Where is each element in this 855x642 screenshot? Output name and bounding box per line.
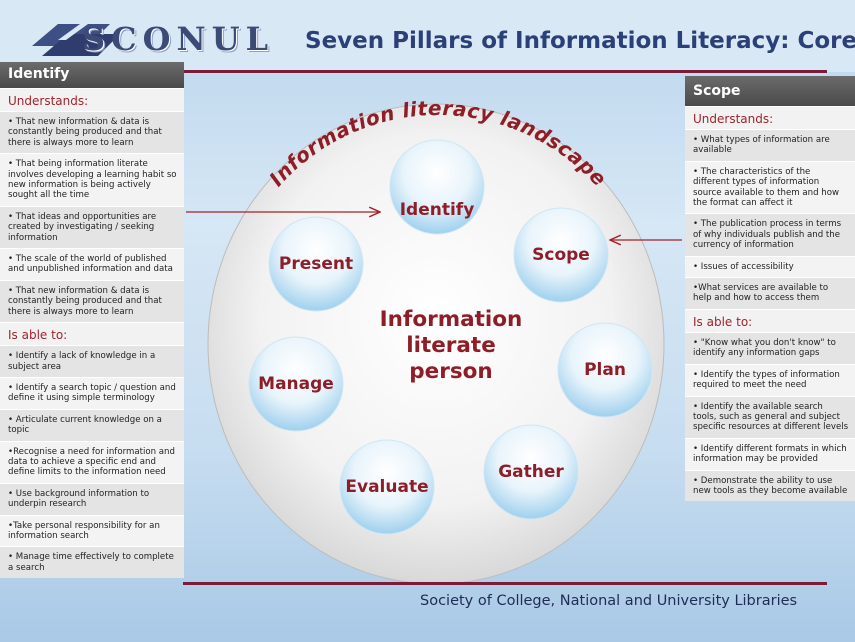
center-label-line3: person [409,359,493,384]
footer-divider [183,582,827,585]
pillar-label-gather: Gather [498,462,564,482]
identify-understands-heading: Understands: [0,88,184,111]
pillar-label-present: Present [278,254,354,274]
scope-able-item: • "Know what you don't know" to identify… [685,331,855,364]
identify-understands-item: • That being information literate involv… [0,153,184,206]
pillar-label-scope: Scope [532,245,590,265]
pillar-identify [389,139,485,235]
pillar-label-manage: Manage [258,374,334,394]
pillar-manage [248,336,344,432]
identify-able-item: • Use background information to underpin… [0,482,184,515]
center-label-line2: literate [406,333,496,358]
sconul-logo-icon [32,24,120,56]
scope-understands-heading: Understands: [685,106,855,129]
scope-panel: Scope Understands: • What types of infor… [685,76,855,582]
pillar-label-plan: Plan [584,360,626,380]
logo-text: SCONUL [82,20,275,58]
identify-panel-title: Identify [0,62,184,88]
scope-understands-item: • Issues of accessibility [685,255,855,278]
scope-understands-item: •What services are available to help and… [685,277,855,309]
pillar-present [268,216,364,312]
scope-understands-item: • What types of information are availabl… [685,129,855,161]
scope-able-item: • Identify different formats in which in… [685,437,855,470]
identify-able-item: • Articulate current knowledge on a topi… [0,408,184,441]
identify-understands-item: • The scale of the world of published an… [0,248,184,280]
identify-understands-item: • That new information & data is constan… [0,111,184,154]
header-band [0,0,855,72]
center-label-line1: Information [379,307,523,332]
identify-able-item: •Take personal responsibility for an inf… [0,514,184,547]
identify-understands-item: • That ideas and opportunities are creat… [0,205,184,249]
identify-panel: Identify Understands: • That new informa… [0,62,184,642]
identify-able-item: • Identify a search topic / question and… [0,376,184,409]
identify-understands-item: • That new information & data is constan… [0,279,184,323]
title-divider [183,70,827,73]
identify-able-item: • Manage time effectively to complete a … [0,546,184,579]
scope-panel-title: Scope [685,76,855,106]
identify-able-heading: Is able to: [0,322,184,346]
identify-able-item: • Identify a lack of knowledge in a subj… [0,345,184,377]
pillar-evaluate [339,439,435,535]
pillar-label-identify: Identify [399,200,475,220]
footer-text: Society of College, National and Univers… [420,593,798,609]
scope-able-item: • Demonstrate the ability to use new too… [685,469,855,502]
scope-understands-item: • The publication process in terms of wh… [685,213,855,256]
pillar-plan [557,322,653,418]
pillar-gather [483,424,579,520]
scope-able-heading: Is able to: [685,308,855,332]
page-title: Seven Pillars of Information Literacy: C… [305,28,855,54]
pillar-label-evaluate: Evaluate [345,477,429,497]
identify-able-item: •Recognise a need for information and da… [0,440,184,483]
pillar-scope [513,207,609,303]
scope-able-item: • Identify the types of information requ… [685,363,855,396]
scope-understands-item: • The characteristics of the different t… [685,160,855,214]
center-label: Information literate person [343,307,559,385]
scope-able-item: • Identify the available search tools, s… [685,395,855,438]
